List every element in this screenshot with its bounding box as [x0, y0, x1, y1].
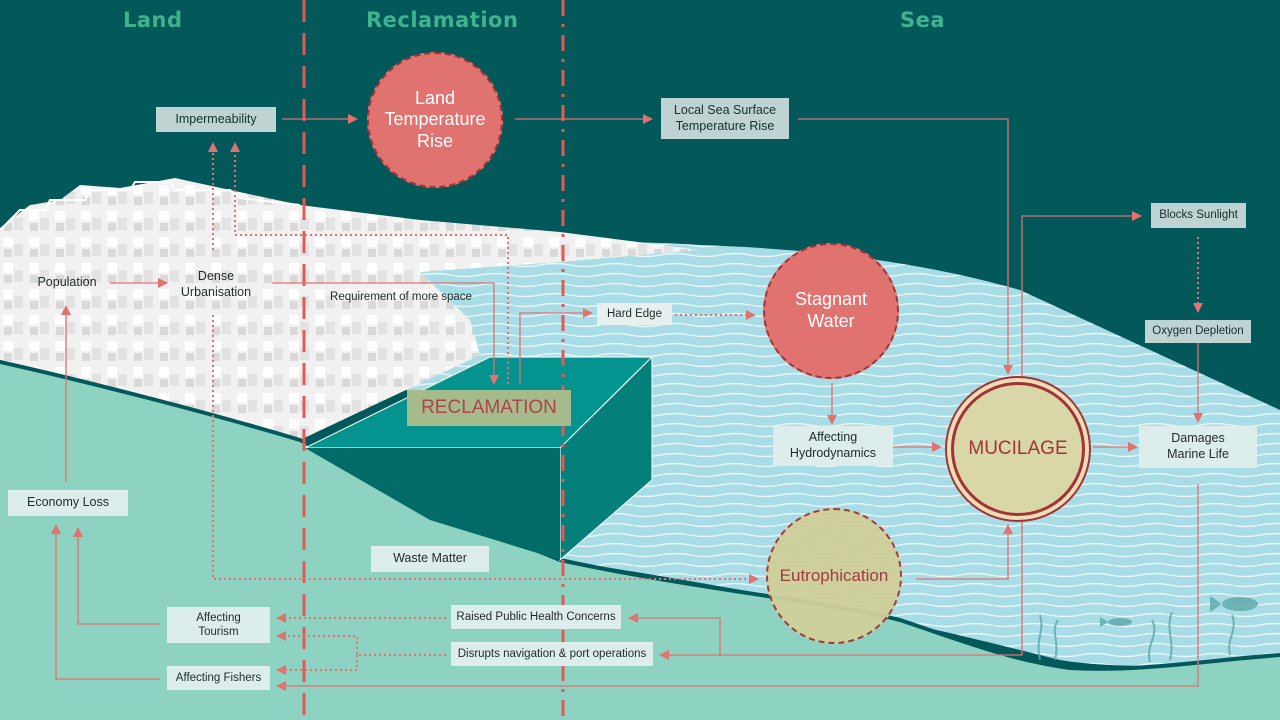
dotted-urbanisation-to-eutro — [212, 315, 759, 584]
node-eutrophication: Eutrophication — [766, 508, 902, 644]
node-raised-health: Raised Public Health Concerns — [451, 605, 621, 629]
node-hard-edge: Hard Edge — [597, 303, 672, 325]
node-requirement-space: Requirement of more space — [330, 290, 472, 303]
dotted-reclamation-to-impermeability — [230, 142, 509, 384]
zone-land-label: Land — [123, 8, 183, 32]
arrow-fishers-to-economy — [51, 524, 160, 680]
node-affecting-tourism: Affecting Tourism — [167, 607, 270, 643]
node-disrupts-navigation: Disrupts navigation & port operations — [451, 642, 653, 666]
arrow-mucilage-to-health — [628, 613, 721, 655]
arrow-mucilage-to-sunlight — [1021, 211, 1142, 378]
node-damages-marine-life: Damages Marine Life — [1139, 426, 1257, 468]
arrow-mucilage-to-navigation — [659, 520, 1023, 660]
node-dense-urbanisation: Dense Urbanisation — [180, 269, 252, 299]
city-skyline — [0, 181, 301, 231]
fish — [1100, 596, 1258, 627]
node-reclamation: RECLAMATION — [407, 390, 571, 426]
arrow-tourism-to-economy — [73, 527, 160, 625]
seagrass — [1037, 611, 1235, 663]
arrow-reclamation-to-hard-edge — [519, 308, 593, 384]
node-local-sea-temperature: Local Sea Surface Temperature Rise — [661, 98, 789, 139]
node-affecting-hydrodynamics: Affecting Hydrodynamics — [773, 426, 893, 466]
node-blocks-sunlight: Blocks Sunlight — [1151, 203, 1246, 228]
arrow-eutro-to-mucilage — [916, 524, 1013, 580]
arrow-urbanisation-to-reclamation — [272, 282, 499, 385]
zone-sea-label: Sea — [900, 8, 946, 32]
reclamation-block-front — [305, 448, 560, 560]
node-affecting-fishers: Affecting Fishers — [167, 666, 270, 690]
node-stagnant-water: Stagnant Water — [763, 243, 899, 379]
zone-reclamation-label: Reclamation — [366, 8, 519, 32]
node-impermeability: Impermeability — [156, 107, 276, 132]
node-mucilage: MUCILAGE — [951, 382, 1085, 516]
seabed-line — [0, 360, 1280, 671]
node-economy-loss: Economy Loss — [8, 490, 128, 516]
node-population: Population — [37, 275, 97, 290]
node-waste-matter: Waste Matter — [371, 546, 489, 572]
node-oxygen-depletion: Oxygen Depletion — [1145, 320, 1251, 343]
city-blocks — [0, 178, 700, 440]
arrow-sea-temp-to-mucilage — [798, 118, 1013, 375]
node-land-temperature-rise: Land Temperature Rise — [367, 52, 503, 188]
dotted-navigation-to-fishers — [276, 655, 358, 675]
arrow-damages-to-fishers — [276, 484, 1199, 691]
